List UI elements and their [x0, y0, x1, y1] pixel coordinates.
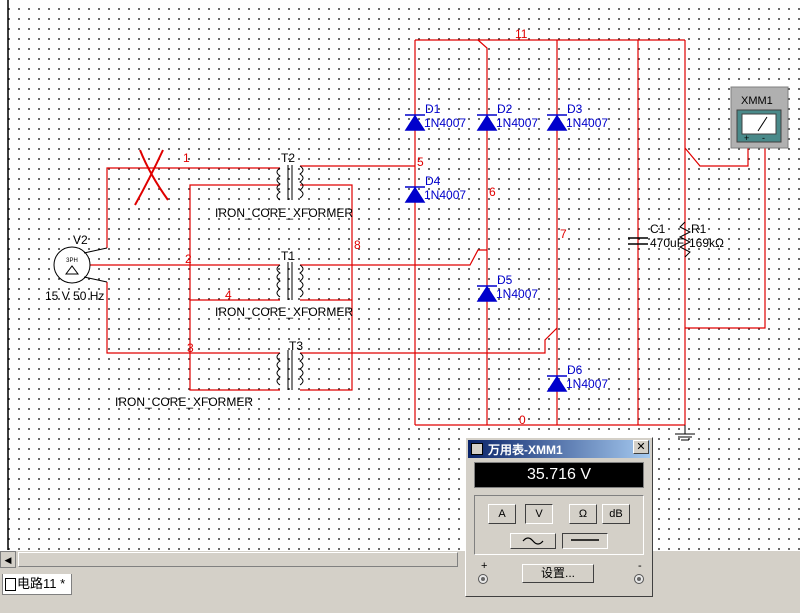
diodes: [404, 114, 568, 392]
ac-button[interactable]: [510, 533, 556, 549]
transformer-t2-symbol: [276, 165, 304, 201]
net-label-6: 6: [489, 185, 496, 199]
transformer-t1-symbol: [276, 262, 304, 300]
diode-d6-symbol: [546, 375, 568, 392]
wires: [90, 39, 766, 426]
multimeter-title-bar[interactable]: 万用表-XMM1: [468, 440, 650, 458]
transformer-t3-name: T3: [289, 339, 303, 353]
diode-d4-symbol: [404, 186, 426, 203]
document-icon: [5, 578, 16, 591]
net-label-2: 2: [185, 252, 192, 266]
multimeter-part-minus: -: [762, 133, 765, 143]
mode-button-ohm[interactable]: Ω: [569, 504, 597, 524]
net-label-1: 1: [183, 151, 190, 165]
resistor-name: R1: [691, 222, 707, 236]
net-label-5: 5: [417, 155, 424, 169]
terminal-plus-label: +: [481, 560, 488, 572]
diode-d5-model: 1N4007: [496, 287, 538, 301]
tab-bar: 电路11 *: [0, 568, 800, 613]
net-label-4: 4: [225, 288, 232, 302]
mode-button-ampere[interactable]: A: [488, 504, 516, 524]
transformer-t2-model: IRON_CORE_XFORMER: [215, 206, 353, 220]
net-label-0: 0: [519, 413, 526, 427]
tab-label: 电路11 *: [17, 576, 66, 591]
diode-d2-model: 1N4007: [496, 116, 538, 130]
schematic-diagram[interactable]: 3PH XMM1 + -: [0, 0, 800, 550]
multimeter-part-name: XMM1: [741, 95, 773, 107]
scroll-left-arrow-icon[interactable]: ◀: [0, 551, 16, 568]
meter-button-panel: A V Ω dB: [474, 495, 644, 555]
net-label-8: 8: [354, 238, 361, 252]
scrollbar-thumb[interactable]: [18, 552, 458, 567]
net-label-11: 11: [515, 27, 528, 41]
error-cross-icon: [134, 149, 169, 206]
capacitor-c1-symbol: [628, 237, 648, 245]
source-symbol-text: 3PH: [66, 258, 78, 264]
diode-d5-name: D5: [497, 273, 513, 287]
diode-d1-model: 1N4007: [424, 116, 466, 130]
source-name: V2: [73, 233, 88, 247]
transformer-t1-name: T1: [281, 249, 295, 263]
terminal-plus[interactable]: [478, 574, 488, 584]
dc-line-icon: [571, 539, 599, 541]
ac-wave-icon: [522, 537, 544, 545]
dc-button[interactable]: [562, 533, 608, 549]
diode-d1-symbol: [404, 114, 426, 131]
mode-button-volt[interactable]: V: [525, 504, 553, 524]
multimeter-title: 万用表-XMM1: [488, 443, 563, 457]
diode-d6-name: D6: [567, 363, 583, 377]
diode-d1-name: D1: [425, 102, 441, 116]
capacitor-name: C1: [650, 222, 666, 236]
resistor-value: 169kΩ: [689, 236, 724, 250]
multimeter-part-symbol: [730, 86, 789, 149]
diode-d2-symbol: [476, 114, 498, 131]
diode-d6-model: 1N4007: [566, 377, 608, 391]
diode-d4-model: 1N4007: [424, 188, 466, 202]
mode-button-db[interactable]: dB: [602, 504, 630, 524]
source-v2-symbol: [53, 246, 91, 284]
terminal-minus[interactable]: [634, 574, 644, 584]
resistor-r1-symbol: [678, 221, 692, 258]
transformer-t2-name: T2: [281, 151, 295, 165]
net-label-7: 7: [560, 227, 567, 241]
transformer-t1-model: IRON_CORE_XFORMER: [215, 305, 353, 319]
transformer-t3-model: IRON_CORE_XFORMER: [115, 395, 253, 409]
capacitor-value: 470uF: [650, 236, 684, 250]
diode-d3-name: D3: [567, 102, 583, 116]
diode-d3-model: 1N4007: [566, 116, 608, 130]
settings-button[interactable]: 设置...: [522, 564, 594, 583]
close-button[interactable]: ✕: [633, 440, 649, 454]
diode-d2-name: D2: [497, 102, 513, 116]
diode-d5-symbol: [476, 285, 498, 302]
source-value: 15 V 50 Hz: [45, 289, 104, 303]
window-icon: [471, 443, 483, 455]
transformer-t3-symbol: [276, 350, 304, 390]
diode-d3-symbol: [546, 114, 568, 131]
schematic-canvas[interactable]: 3PH XMM1 + -: [0, 0, 800, 555]
multimeter-window[interactable]: 万用表-XMM1 ✕ 35.716 V A V Ω dB 设置... + -: [465, 437, 653, 597]
meter-reading: 35.716 V: [474, 462, 644, 488]
ground-icon: [675, 425, 695, 441]
multimeter-part-plus: +: [744, 133, 749, 143]
net-label-3: 3: [187, 341, 194, 355]
terminal-minus-label: -: [638, 560, 642, 572]
horizontal-scrollbar[interactable]: ◀: [0, 550, 800, 569]
diode-d4-name: D4: [425, 174, 441, 188]
tab-circuit[interactable]: 电路11 *: [2, 574, 73, 595]
